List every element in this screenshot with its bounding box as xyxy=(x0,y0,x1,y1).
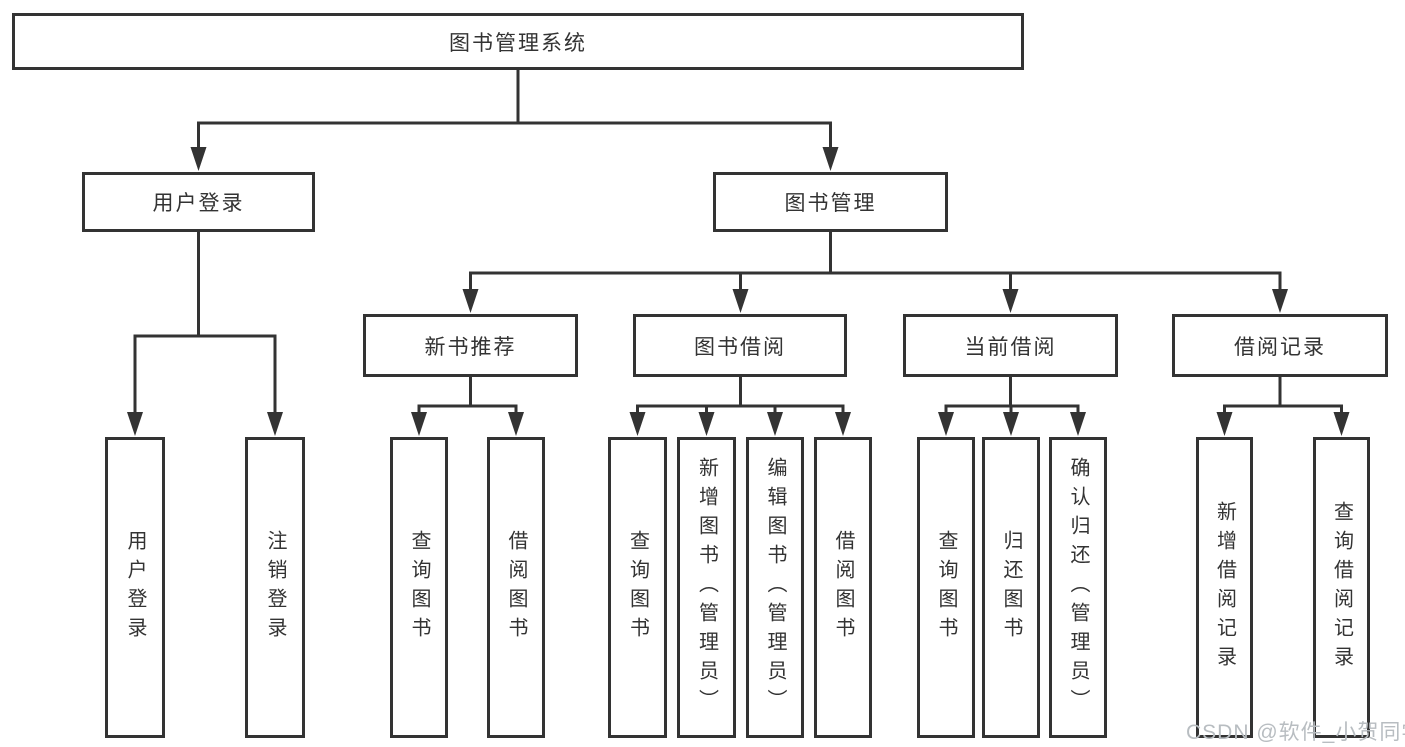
node-book-management: 图书管理 xyxy=(713,172,948,232)
leaf-label: 查询图书 xyxy=(935,529,957,646)
leaf-query-books-recommend: 查询图书 xyxy=(390,437,448,738)
leaf-label: 新增借阅记录 xyxy=(1213,500,1236,675)
node-current-borrow: 当前借阅 xyxy=(903,314,1118,377)
leaf-confirm-return-admin: 确认归还（管理员） xyxy=(1049,437,1107,738)
node-library-system: 图书管理系统 xyxy=(12,13,1024,70)
leaf-query-borrow-record: 查询借阅记录 xyxy=(1313,437,1370,738)
node-borrow-records: 借阅记录 xyxy=(1172,314,1388,377)
leaf-label: 查询图书 xyxy=(626,529,649,646)
leaf-label: 查询图书 xyxy=(408,529,430,646)
connector-book-management-to-children xyxy=(462,230,1288,313)
leaf-label: 确认归还（管理员） xyxy=(1067,457,1089,718)
leaf-query-books-borrow: 查询图书 xyxy=(608,437,667,738)
leaf-label: 查询借阅记录 xyxy=(1330,500,1353,675)
connector-current-borrow-to-children xyxy=(938,375,1086,436)
leaf-label: 归还图书 xyxy=(1000,529,1022,646)
leaf-label: 用户登录 xyxy=(124,529,146,646)
leaf-edit-books-admin: 编辑图书（管理员） xyxy=(746,437,804,738)
leaf-logout: 注销登录 xyxy=(245,437,305,738)
node-user-login: 用户登录 xyxy=(82,172,315,232)
leaf-borrow-books-recommend: 借阅图书 xyxy=(487,437,545,738)
connector-book-borrow-to-children xyxy=(629,375,851,436)
node-new-book-recommend: 新书推荐 xyxy=(363,314,578,377)
connector-user-login-to-children xyxy=(127,230,283,436)
leaf-label: 新增图书（管理员） xyxy=(695,457,718,718)
connector-root-to-level2 xyxy=(190,68,839,171)
leaf-label: 注销登录 xyxy=(264,529,286,646)
connector-new-book-recommend-to-children xyxy=(411,375,524,436)
watermark-text: CSDN @软件_小贺同学 xyxy=(1186,721,1405,744)
leaf-add-books-admin: 新增图书（管理员） xyxy=(677,437,736,738)
leaf-user-login: 用户登录 xyxy=(105,437,165,738)
node-book-borrow: 图书借阅 xyxy=(633,314,847,377)
leaf-label: 借阅图书 xyxy=(505,529,527,646)
leaf-borrow-books: 借阅图书 xyxy=(814,437,872,738)
leaf-query-books-current: 查询图书 xyxy=(917,437,975,738)
leaf-label: 借阅图书 xyxy=(832,529,854,646)
connector-borrow-records-to-children xyxy=(1216,375,1350,436)
leaf-label: 编辑图书（管理员） xyxy=(764,457,786,718)
leaf-return-books: 归还图书 xyxy=(982,437,1040,738)
leaf-add-borrow-record: 新增借阅记录 xyxy=(1196,437,1253,738)
